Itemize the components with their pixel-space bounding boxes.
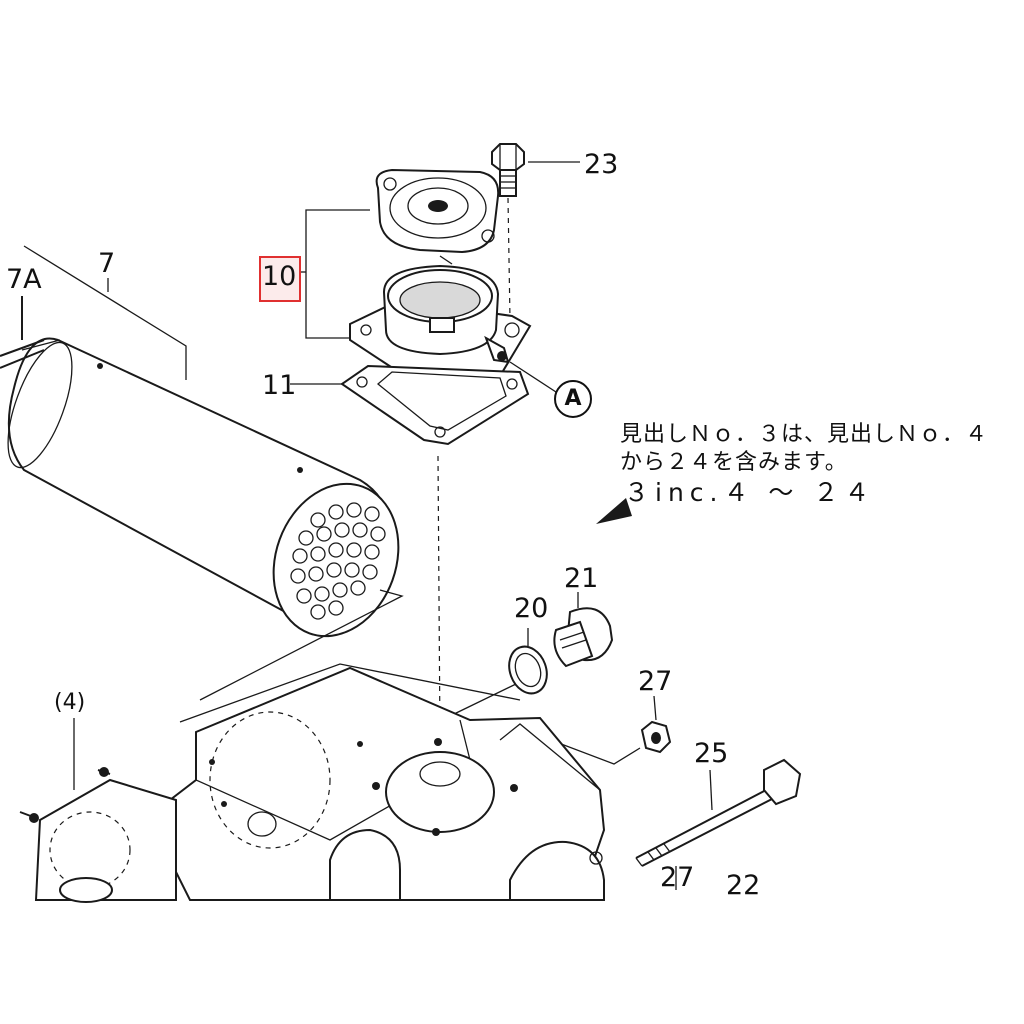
callout-27-bottom[interactable]: 27	[660, 862, 695, 893]
gasket-11-drawing	[290, 364, 530, 446]
callout-23[interactable]: 23	[584, 149, 619, 180]
arrow-icon	[596, 498, 632, 524]
callout-20[interactable]: 20	[514, 593, 549, 624]
bolt-23-drawing	[491, 143, 580, 321]
note-line-2: から２４を含みます。	[620, 450, 848, 475]
bolt-25-drawing	[635, 758, 802, 890]
engine-block-drawing	[169, 663, 606, 901]
ring-20-drawing	[449, 628, 548, 717]
callout-10[interactable]: 10	[262, 261, 297, 292]
callout-21[interactable]: 21	[564, 563, 599, 594]
callout-7a[interactable]: 7A	[6, 264, 42, 295]
callout-10-highlight	[259, 256, 301, 302]
callout-4[interactable]: (4)	[54, 690, 86, 715]
gear-case-4-drawing	[19, 718, 177, 903]
callout-27-top[interactable]: 27	[638, 666, 673, 697]
reference-marker-a: A	[554, 380, 592, 418]
muffler-7-drawing	[7, 245, 404, 701]
tube-7a-drawing	[0, 296, 45, 369]
callout-25[interactable]: 25	[694, 738, 729, 769]
note-line-3: ３inc.４ ～ ２４	[624, 478, 876, 507]
plug-21-drawing	[553, 592, 614, 668]
muffler-perforations	[290, 502, 386, 620]
cap-drawing	[375, 168, 500, 265]
note-line-1: 見出しＮｏ．３は、見出しＮｏ．４	[620, 422, 989, 447]
callout-11[interactable]: 11	[262, 370, 297, 401]
callout-7[interactable]: 7	[98, 248, 116, 279]
callout-22[interactable]: 22	[726, 870, 761, 901]
